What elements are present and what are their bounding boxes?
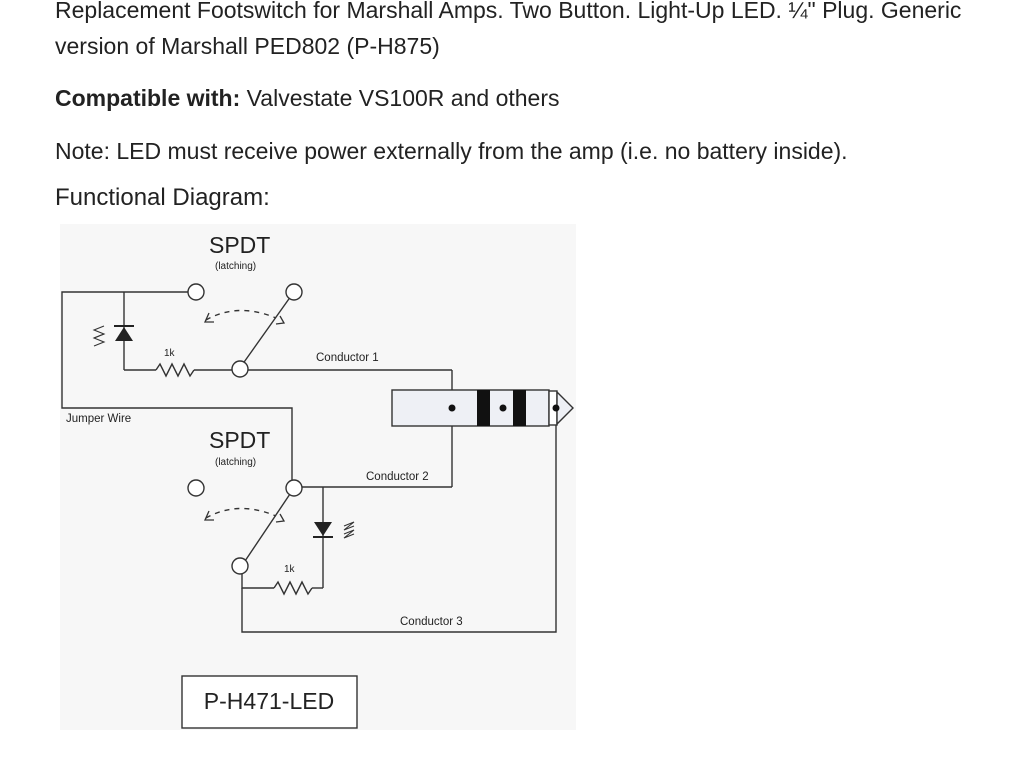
resistor1-label: 1k: [164, 348, 176, 359]
part-number: P-H471-LED: [204, 688, 334, 714]
switch2-title: SPDT: [209, 427, 270, 453]
led-power-note: Note: LED must receive power externally …: [55, 138, 848, 164]
switch2-common: [231, 557, 249, 575]
compatible-value: Valvestate VS100R and others: [240, 85, 560, 111]
switch2-subtitle: (latching): [215, 457, 256, 468]
compatible-label: Compatible with:: [55, 85, 241, 111]
led2-symbol: [313, 521, 355, 539]
switch2-terminal-b: [285, 479, 303, 497]
jumper-wire-label: Jumper Wire: [66, 413, 131, 425]
conductor3-wire: [241, 410, 557, 633]
diagram-heading: Functional Diagram:: [55, 184, 270, 211]
switch1-subtitle: (latching): [215, 261, 256, 272]
conductor2-label: Conductor 2: [366, 471, 429, 483]
jumper-wire: [61, 291, 293, 482]
compatibility-line: Compatible with: Valvestate VS100R and o…: [55, 80, 560, 116]
resistor2-zigzag: [273, 580, 313, 596]
description-line-2: version of Marshall PED802 (P-H875): [55, 33, 440, 59]
resistor1-zigzag: [155, 362, 195, 378]
switch1-title: SPDT: [209, 232, 270, 258]
conductor1-label: Conductor 1: [316, 352, 379, 364]
part-number-box: [181, 675, 358, 729]
switch1-terminal-a: [187, 283, 205, 301]
resistor2-label: 1k: [284, 564, 296, 575]
conductor3-label: Conductor 3: [400, 616, 463, 628]
description-line-1: Replacement Footswitch for Marshall Amps…: [55, 0, 962, 23]
functional-diagram: SPDT (latching) SPDT (latching) 1k 1k Co…: [60, 224, 576, 730]
circuit-diagram-svg: SPDT (latching) SPDT (latching) 1k 1k Co…: [60, 224, 576, 730]
quarter-inch-plug: [391, 389, 574, 427]
switch1-common: [231, 360, 249, 378]
switch-terminals: [187, 283, 303, 575]
switch1-lever: [241, 295, 292, 366]
switch2-lever: [242, 490, 293, 565]
led1-symbol: [92, 325, 134, 347]
switch2-terminal-a: [187, 479, 205, 497]
switch-arrowheads: [203, 312, 286, 523]
diagram-background: [60, 224, 576, 730]
switch1-terminal-b: [285, 283, 303, 301]
wiring: [61, 291, 557, 633]
